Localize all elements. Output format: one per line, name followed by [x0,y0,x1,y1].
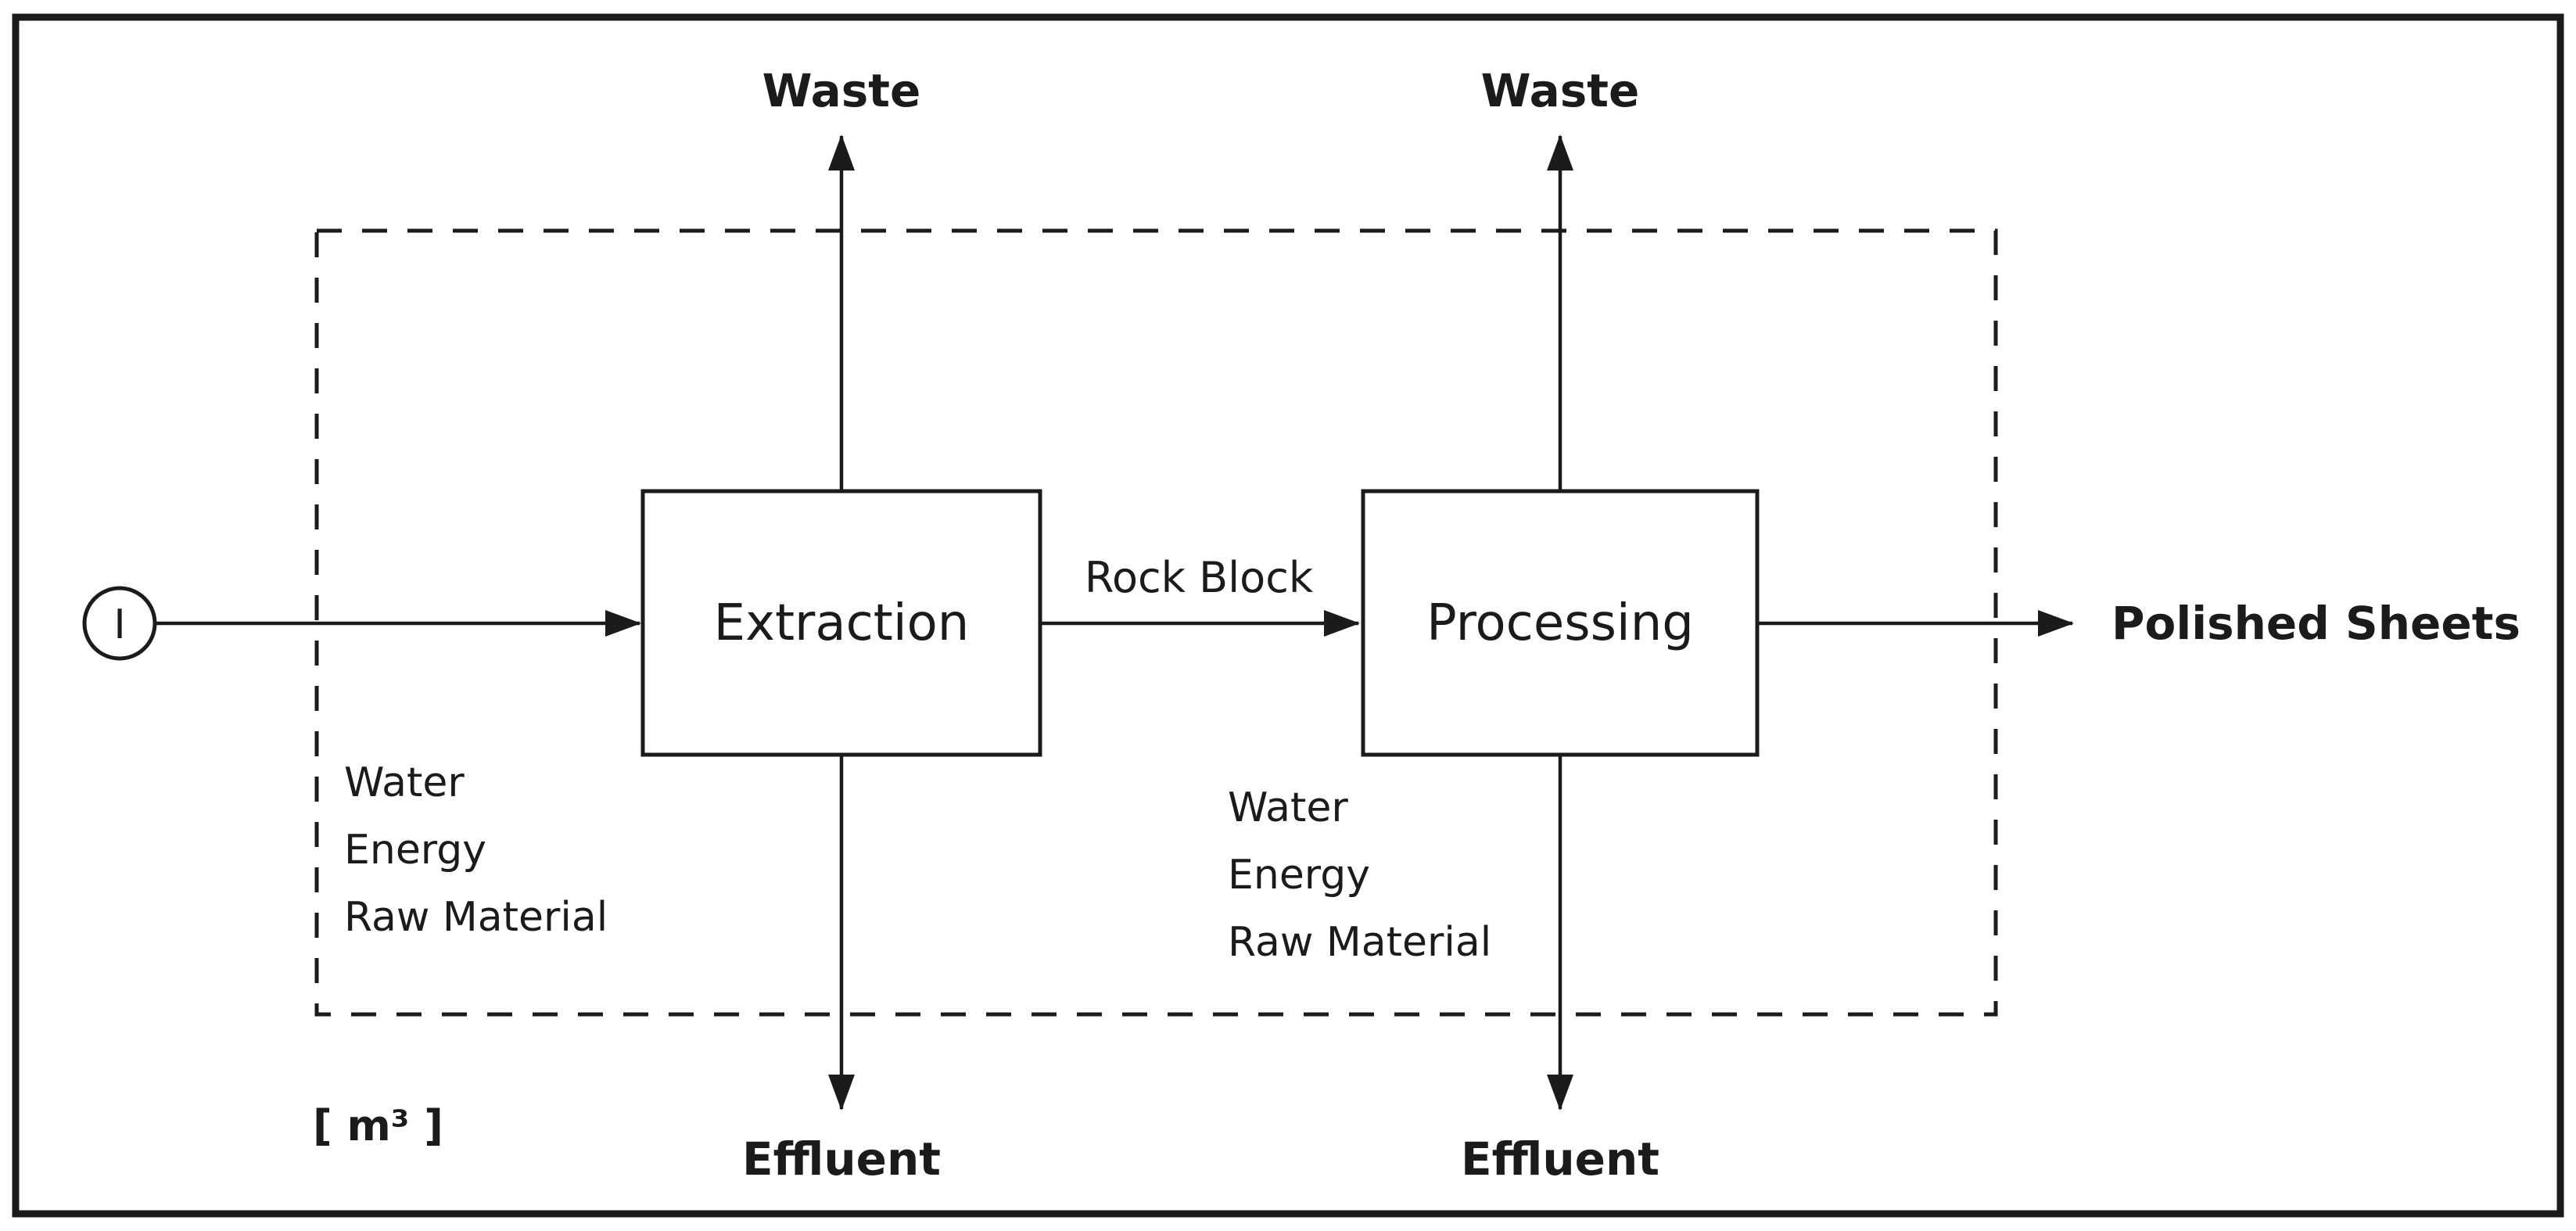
inputs-extraction-raw-material: Raw Material [344,894,608,941]
inputs-processing-water: Water [1228,784,1348,831]
inputs-list-extraction: Water Energy Raw Material [344,759,608,941]
inputs-processing-energy: Energy [1228,852,1370,899]
outer-frame [12,13,2564,1218]
inputs-extraction-water: Water [344,759,465,806]
waste-label-processing: Waste [1481,64,1640,117]
waste-label-extraction: Waste [762,64,921,117]
inputs-processing-raw-material: Raw Material [1228,919,1491,966]
extraction-box [640,489,1042,757]
processing-box [1361,489,1760,757]
effluent-label-processing: Effluent [1461,1132,1659,1186]
inputs-list-processing: Water Energy Raw Material [1228,784,1491,966]
input-node-label: I [113,601,125,648]
polished-sheets-label: Polished Sheets [2111,597,2520,650]
inputs-extraction-energy: Energy [344,827,486,874]
processing-label: Processing [1426,594,1694,652]
effluent-label-extraction: Effluent [742,1132,941,1186]
system-boundary [314,228,1998,1017]
unit-label: [ m³ ] [313,1101,443,1150]
extraction-label: Extraction [714,594,970,652]
rock-block-label: Rock Block [1085,553,1314,602]
